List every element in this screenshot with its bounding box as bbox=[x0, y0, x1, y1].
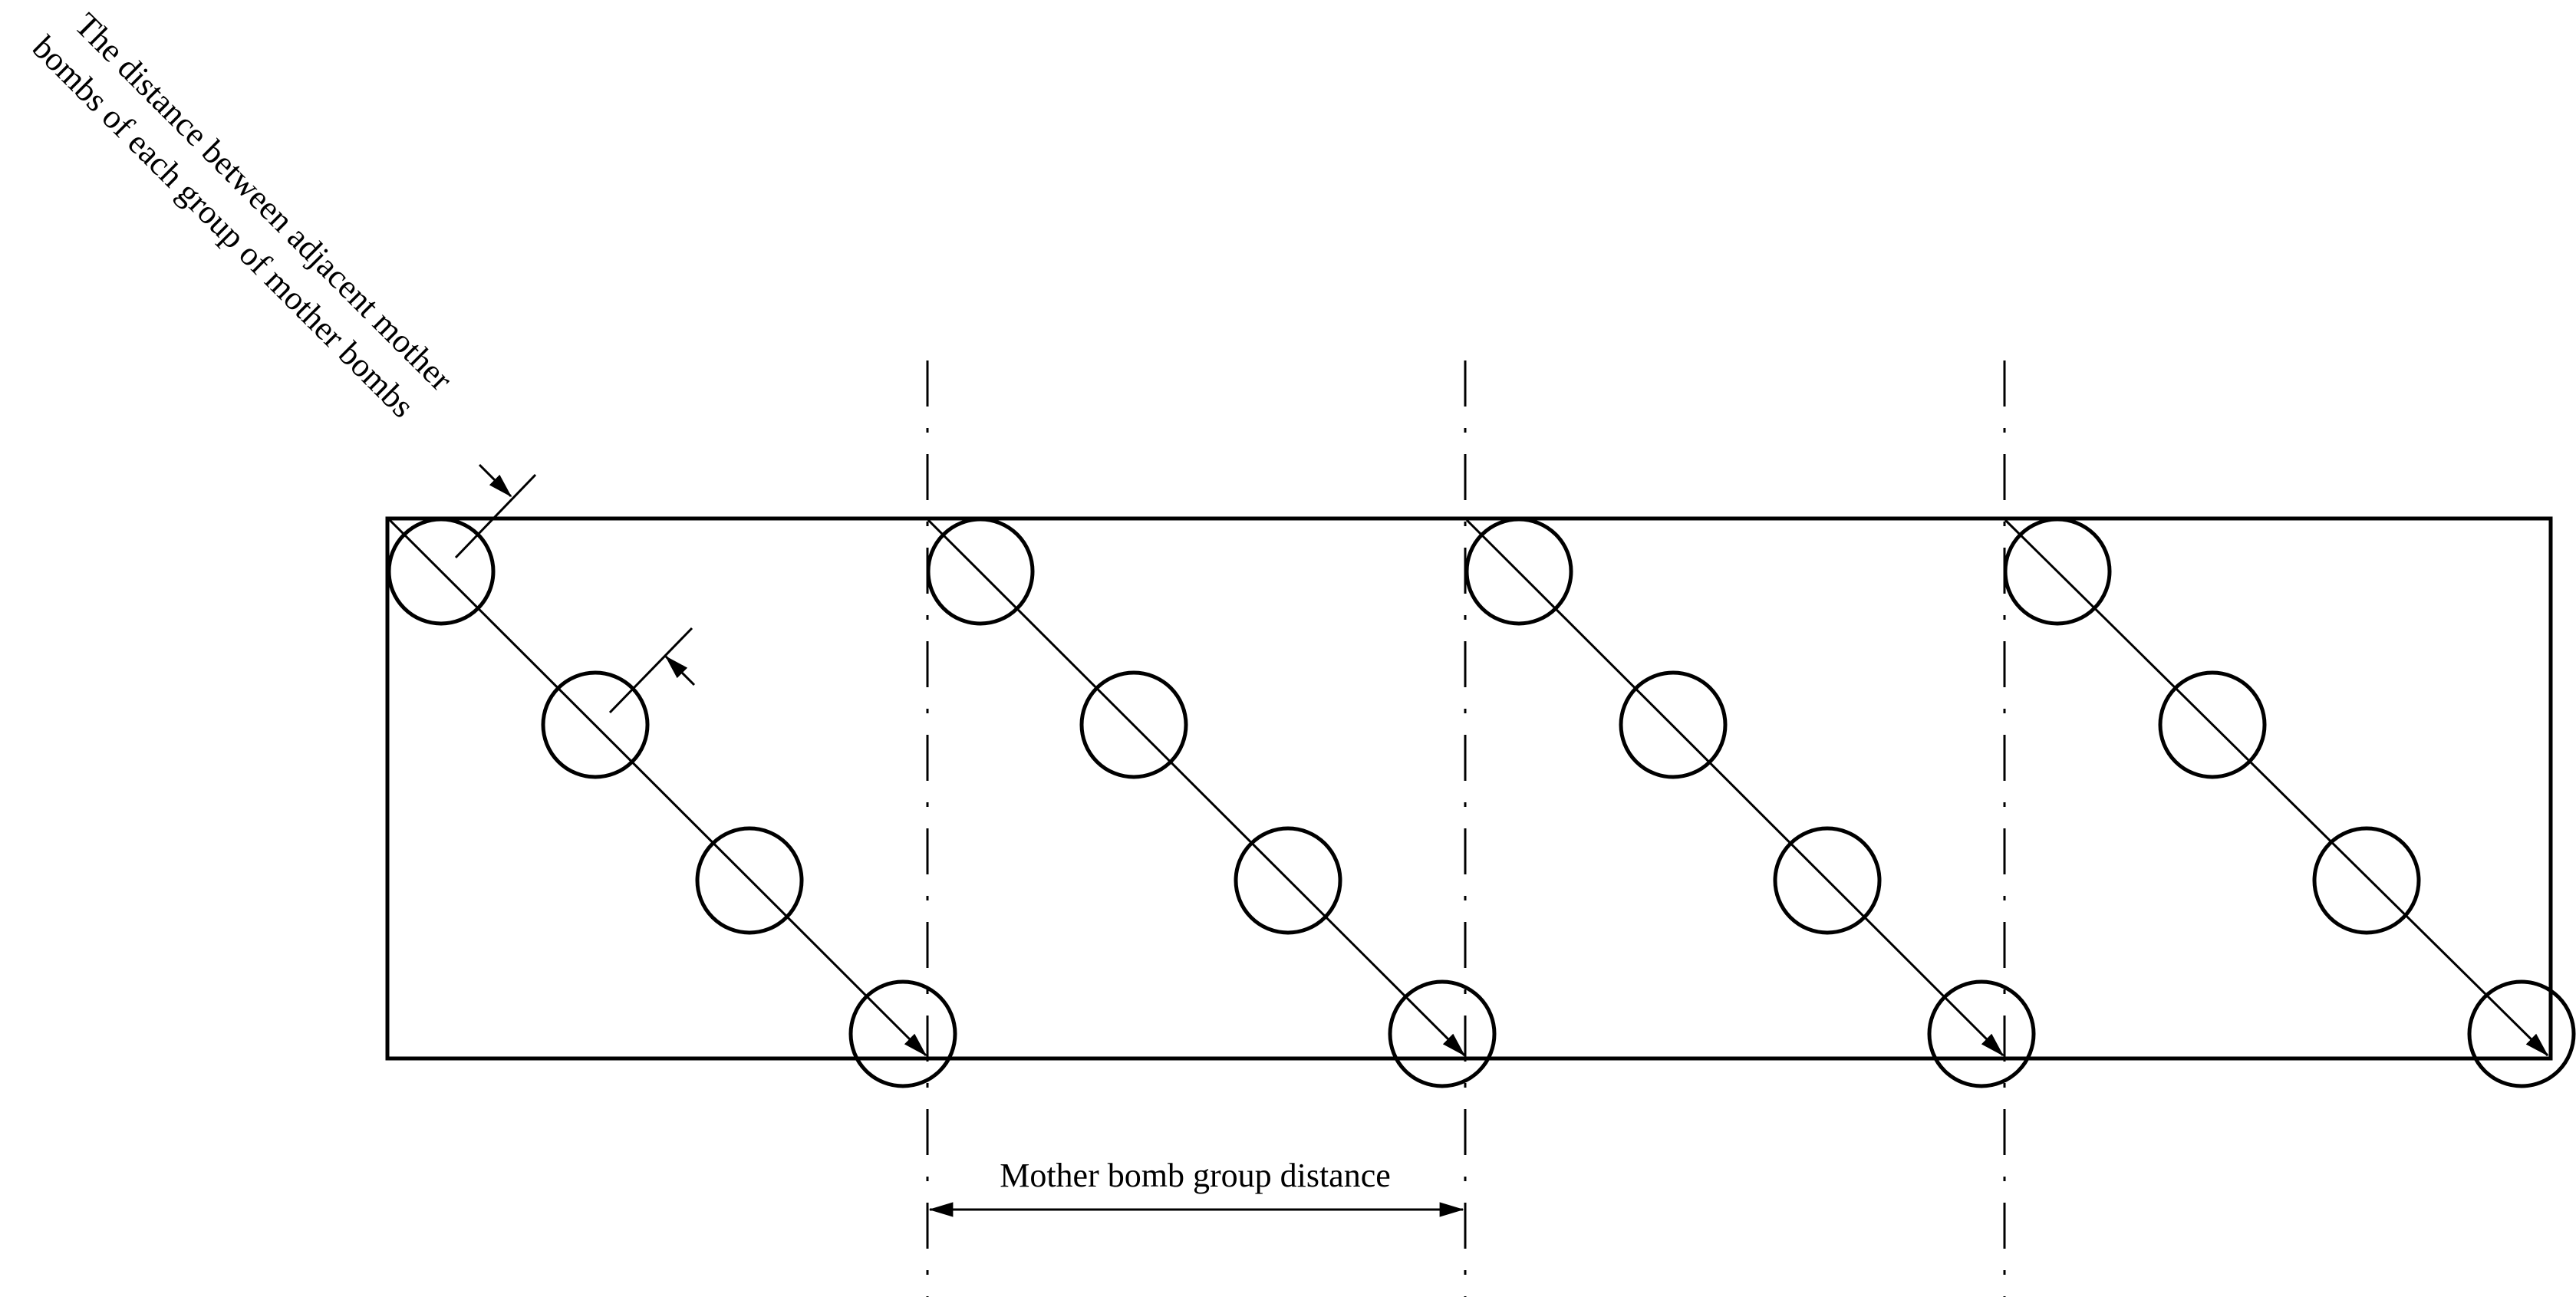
bomb-circle bbox=[926, 517, 1035, 626]
group-distance-label: Mother bomb group distance bbox=[1000, 1157, 1391, 1194]
group-divider-lines bbox=[926, 360, 2006, 1297]
adjacent-distance-dimension bbox=[454, 463, 696, 714]
adjacent-extension-line-1 bbox=[454, 473, 537, 559]
bomb-circle bbox=[1773, 826, 1882, 935]
bomb-circle bbox=[2003, 517, 2112, 626]
adjacent-arrow-in-lower bbox=[664, 655, 696, 686]
bomb-circle bbox=[1464, 517, 1573, 626]
bomb-circle bbox=[1388, 979, 1497, 1088]
group-4-diagonal-arrow bbox=[2004, 518, 2549, 1057]
group-3-diagonal-arrow bbox=[1465, 518, 2004, 1057]
bomb-circle bbox=[1234, 826, 1342, 935]
bomb-circle bbox=[695, 826, 804, 935]
bomb-circle bbox=[2312, 826, 2421, 935]
bomb-circle bbox=[1079, 670, 1188, 779]
adjacent-distance-label-line-1: The distance between adjacent mother bbox=[68, 5, 460, 398]
field-boundary-rectangle bbox=[385, 516, 2553, 1061]
bomb-circle bbox=[1927, 979, 2036, 1088]
bomb-circle bbox=[1619, 670, 1728, 779]
group-1-diagonal-arrow bbox=[388, 518, 927, 1057]
bomb-circle bbox=[848, 979, 957, 1088]
bomb-circle bbox=[387, 517, 496, 626]
bomb-circle bbox=[2158, 670, 2267, 779]
adjacent-distance-label-line-2: bombs of each group of mother bombs bbox=[25, 28, 422, 425]
adjacent-arrow-in-upper bbox=[478, 463, 512, 498]
bomb-group-1 bbox=[387, 517, 957, 1088]
group-2-diagonal-arrow bbox=[927, 518, 1466, 1057]
bomb-group-4 bbox=[2003, 517, 2576, 1088]
bomb-group-2 bbox=[926, 517, 1497, 1088]
bomb-circle bbox=[2467, 979, 2576, 1088]
adjacent-distance-label: The distance between adjacent mother bom… bbox=[25, 5, 460, 425]
bomb-group-3 bbox=[1464, 517, 2036, 1088]
bomb-circle bbox=[541, 670, 650, 779]
adjacent-extension-line-2 bbox=[608, 627, 693, 714]
